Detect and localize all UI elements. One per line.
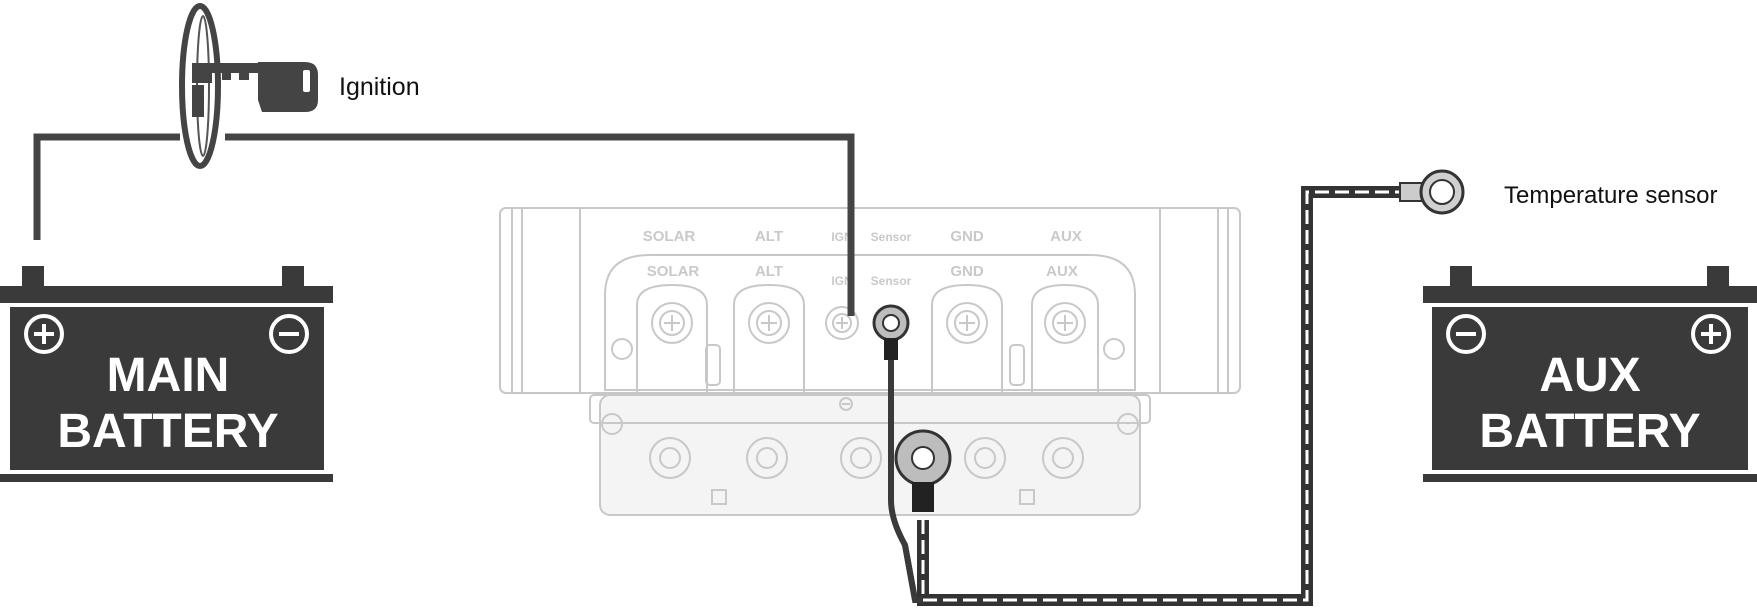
gnd-ring-terminal — [894, 429, 952, 512]
terminal-label: GND — [950, 263, 984, 280]
terminal-post-gnd — [931, 283, 1003, 395]
ignition-key-icon — [179, 3, 318, 169]
plus-terminal-icon — [24, 314, 64, 354]
ignition-label: Ignition — [339, 73, 420, 101]
temperature-sensor-lug — [1399, 169, 1465, 215]
terminal-label: GND — [950, 228, 984, 245]
temperature-sensor-label: Temperature sensor — [1504, 182, 1717, 209]
aux-battery-label-line1: AUX — [1539, 349, 1640, 402]
minus-terminal-icon — [1446, 314, 1486, 354]
plus-terminal-icon — [1691, 314, 1731, 354]
terminal-label: Sensor — [871, 230, 912, 244]
main-battery-label-line1: MAIN — [107, 349, 230, 402]
terminal-labels-bottom: SOLAR ALT IGN Sensor GND AUX — [647, 263, 1078, 288]
sensor-lead-wire — [888, 357, 918, 601]
main-battery-label-line2: BATTERY — [57, 405, 278, 458]
terminal-label: AUX — [1050, 228, 1082, 245]
terminal-label: IGN — [831, 274, 852, 288]
main-battery: MAIN BATTERY — [0, 266, 333, 482]
terminal-label: AUX — [1046, 263, 1078, 280]
terminal-label: ALT — [755, 263, 783, 280]
terminal-post-ign — [825, 306, 859, 340]
sensor-ring-terminal — [872, 304, 910, 360]
terminal-label: Sensor — [871, 274, 912, 288]
terminal-labels-top: SOLAR ALT IGN Sensor GND AUX — [643, 228, 1082, 245]
minus-terminal-icon — [269, 314, 309, 354]
lower-screws — [649, 397, 1084, 479]
aux-battery-label-line2: BATTERY — [1479, 405, 1700, 458]
terminal-label: SOLAR — [643, 228, 696, 245]
terminal-post-aux — [1031, 283, 1099, 395]
terminal-label: IGN — [831, 230, 852, 244]
terminal-label: ALT — [755, 228, 783, 245]
terminal-post-solar — [636, 283, 708, 395]
controller-device — [499, 207, 1241, 516]
ignition-wire — [33, 133, 855, 316]
terminal-posts — [636, 283, 1099, 395]
temperature-sensor-cable-stripe — [921, 190, 1400, 602]
aux-battery: AUX BATTERY — [1423, 266, 1757, 482]
terminal-label: SOLAR — [647, 263, 700, 280]
terminal-post-alt — [733, 283, 805, 395]
